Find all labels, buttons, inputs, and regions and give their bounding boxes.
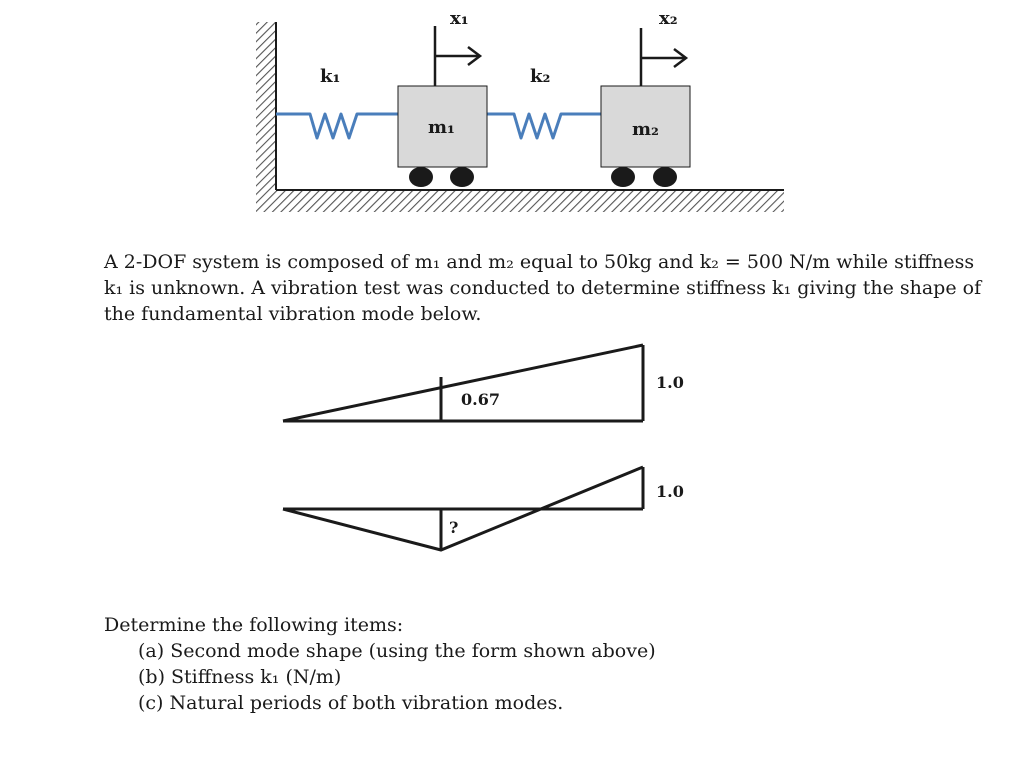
mode2-m1-value: ? (449, 518, 458, 537)
problem-statement: A 2-DOF system is composed of m₁ and m₂ … (104, 251, 982, 325)
spring-k2 (487, 112, 601, 140)
label-k2: k₂ (530, 66, 550, 87)
label-x1: x₁ (450, 8, 469, 29)
wheel-m1-left (409, 167, 433, 187)
task-list: Determine the following items: (a) Secon… (104, 612, 804, 716)
label-x2: x₂ (659, 8, 678, 29)
task-item-b: (b) Stiffness k₁ (N/m) (138, 666, 342, 688)
wheel-m1-right (450, 167, 474, 187)
mode2-m2-value: 1.0 (656, 482, 684, 501)
mass-m2 (600, 85, 691, 187)
mass-m1 (397, 85, 488, 187)
floor (256, 190, 784, 212)
mode1-m1-value: 0.67 (461, 390, 500, 409)
displacement-arrow-x2 (639, 28, 689, 86)
task-heading: Determine the following items: (104, 614, 404, 636)
label-m2: m₂ (632, 119, 659, 140)
label-k1: k₁ (320, 66, 340, 87)
mode-shape-2 (282, 465, 645, 552)
displacement-arrow-x1 (433, 26, 483, 86)
task-item-c: (c) Natural periods of both vibration mo… (138, 692, 564, 714)
wheel-m2-right (653, 167, 677, 187)
wall (256, 22, 276, 212)
support-structure (256, 22, 784, 212)
mode1-m2-value: 1.0 (656, 373, 684, 392)
wheel-m2-left (611, 167, 635, 187)
task-item-a: (a) Second mode shape (using the form sh… (138, 640, 656, 662)
mode-shape-1 (282, 343, 645, 423)
spring-k1 (276, 112, 398, 140)
label-m1: m₁ (428, 117, 455, 138)
